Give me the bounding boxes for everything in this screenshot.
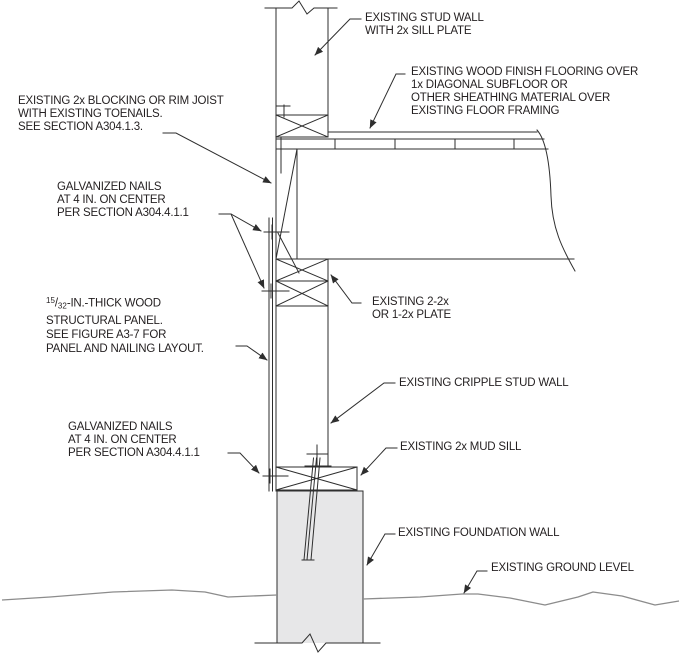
label-line: WITH 2x SILL PLATE bbox=[365, 25, 472, 37]
top-break-line bbox=[264, 0, 338, 15]
label-nails-lower: GALVANIZED NAILS AT 4 IN. ON CENTER PER … bbox=[68, 421, 200, 460]
label-stud-wall: EXISTING STUD WALL WITH 2x SILL PLATE bbox=[365, 12, 484, 38]
label-line: OTHER SHEATHING MATERIAL OVER bbox=[411, 92, 611, 104]
label-line: EXISTING FLOOR FRAMING bbox=[411, 105, 560, 117]
label-line: EXISTING STUD WALL bbox=[365, 12, 484, 24]
label-line: SEE SECTION A304.1.3. bbox=[18, 121, 143, 133]
blocking-diagonal bbox=[275, 148, 298, 260]
foundation-wall bbox=[254, 490, 381, 653]
leader-stud-wall bbox=[314, 18, 362, 56]
label-cripple-wall: EXISTING CRIPPLE STUD WALL bbox=[399, 377, 569, 390]
label-panel: 15/32-IN.-THICK WOOD STRUCTURAL PANEL. S… bbox=[46, 294, 204, 356]
fraction-slash: / bbox=[54, 297, 58, 310]
label-line: PER SECTION A304.4.1.1 bbox=[68, 447, 200, 459]
leader-plate bbox=[330, 274, 362, 304]
label-line: -IN.-THICK WOOD bbox=[66, 297, 161, 310]
label-line: EXISTING GROUND LEVEL bbox=[491, 562, 634, 574]
nail-symbols bbox=[261, 224, 290, 484]
stud-wall bbox=[264, 0, 338, 492]
label-line: GALVANIZED NAILS bbox=[57, 181, 162, 193]
leader-blocking bbox=[162, 132, 272, 184]
label-line: WITH EXISTING TOENAILS. bbox=[18, 108, 163, 120]
label-line: STRUCTURAL PANEL. bbox=[46, 314, 163, 327]
label-line: 1x DIAGONAL SUBFLOOR OR bbox=[411, 79, 568, 91]
label-line: AT 4 IN. ON CENTER bbox=[57, 194, 166, 206]
leader-nails-upper-2 bbox=[230, 213, 265, 289]
label-line: EXISTING 2x MUD SILL bbox=[400, 441, 522, 453]
label-line: OR 1-2x PLATE bbox=[372, 309, 451, 321]
label-plate: EXISTING 2-2x OR 1-2x PLATE bbox=[372, 296, 451, 322]
structural-panel bbox=[268, 217, 273, 492]
label-line: PER SECTION A304.4.1.1 bbox=[57, 207, 189, 219]
leader-nails-lower bbox=[227, 452, 260, 474]
label-flooring: EXISTING WOOD FINISH FLOORING OVER 1x DI… bbox=[411, 66, 638, 118]
label-line: EXISTING WOOD FINISH FLOORING OVER bbox=[411, 66, 639, 78]
floor-framing bbox=[275, 129, 576, 274]
label-foundation-wall: EXISTING FOUNDATION WALL bbox=[398, 527, 560, 540]
label-blocking: EXISTING 2x BLOCKING OR RIM JOIST WITH E… bbox=[18, 95, 224, 134]
leader-mud-sill bbox=[360, 447, 398, 476]
label-ground-level: EXISTING GROUND LEVEL bbox=[491, 562, 634, 575]
ground-level-line bbox=[1, 589, 680, 606]
sill-plate bbox=[275, 104, 329, 138]
mud-sill bbox=[275, 466, 358, 491]
label-line: EXISTING 2x BLOCKING OR RIM JOIST bbox=[18, 95, 224, 107]
label-nails-upper: GALVANIZED NAILS AT 4 IN. ON CENTER PER … bbox=[57, 181, 189, 220]
label-line: AT 4 IN. ON CENTER bbox=[68, 434, 177, 446]
leader-foundation bbox=[366, 533, 396, 566]
label-line: PANEL AND NAILING LAYOUT. bbox=[46, 342, 204, 355]
label-line: SEE FIGURE A3-7 FOR bbox=[46, 328, 167, 341]
bottom-break-line bbox=[254, 633, 381, 653]
label-line: EXISTING 2-2x bbox=[372, 296, 449, 308]
toenail-diagonal bbox=[277, 232, 300, 274]
leader-nails-upper-1 bbox=[218, 213, 262, 232]
label-line: 15/32-IN.-THICK WOOD bbox=[46, 294, 204, 314]
label-mud-sill: EXISTING 2x MUD SILL bbox=[400, 441, 521, 454]
leader-ground-level bbox=[463, 570, 488, 594]
leader-cripple-wall bbox=[330, 382, 396, 424]
label-line: GALVANIZED NAILS bbox=[68, 421, 173, 433]
double-plate bbox=[275, 258, 329, 307]
anchor-bolt bbox=[301, 444, 332, 561]
fraction-denominator: 32 bbox=[57, 301, 67, 311]
leader-lines bbox=[162, 18, 488, 594]
label-line: EXISTING CRIPPLE STUD WALL bbox=[399, 377, 569, 389]
leader-flooring bbox=[369, 73, 406, 129]
leader-panel bbox=[235, 345, 268, 361]
fraction-numerator: 15 bbox=[46, 296, 55, 305]
right-break-line bbox=[536, 129, 576, 272]
label-line: EXISTING FOUNDATION WALL bbox=[398, 527, 560, 539]
